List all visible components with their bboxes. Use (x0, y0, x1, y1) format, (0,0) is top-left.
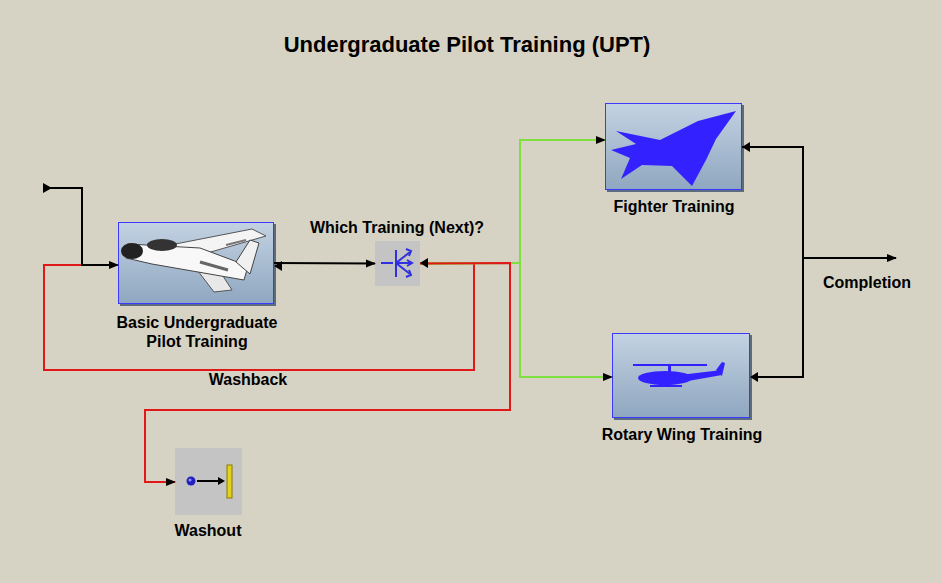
flow-connector (420, 263, 612, 377)
port-marker (420, 258, 428, 268)
branch-heads (406, 249, 412, 277)
node-label: Fighter Training (574, 197, 774, 216)
icon-box: Which Training (Next)? (375, 241, 420, 286)
port-marker (742, 142, 750, 152)
heli-mast (668, 365, 671, 373)
plane-tail (236, 240, 259, 274)
helicopter-icon (633, 362, 725, 387)
icon-box: Washout (175, 448, 242, 515)
process-box: Rotary Wing Training (612, 333, 750, 418)
flow-connector (145, 263, 510, 482)
node-label: Washout (148, 521, 268, 540)
branch-bar (395, 250, 397, 277)
merge-line (742, 147, 803, 377)
process-box: Fighter Training (605, 103, 742, 190)
sink-bar (227, 465, 232, 498)
token-highlight (189, 479, 192, 482)
diagram-title: Undergraduate Pilot Training (UPT) (282, 30, 652, 60)
completion-arrow (803, 257, 896, 259)
flow-connector (420, 140, 605, 264)
flow-connector (274, 262, 375, 265)
plane-marking (200, 262, 228, 270)
plane-wing (160, 229, 266, 258)
heli-skid (650, 385, 682, 387)
decision-icon (381, 249, 412, 277)
sink-arrow-head (218, 477, 225, 485)
process-box: Basic Undergraduate Pilot Training (118, 222, 274, 304)
node-label: Rotary Wing Training (572, 425, 792, 444)
sink-arrow (197, 480, 220, 482)
entry-arrow-head (43, 183, 52, 193)
branch-line (381, 262, 393, 264)
end-label: Completion (823, 273, 911, 292)
trainer-plane-icon (121, 229, 266, 292)
node-label: Basic Undergraduate Pilot Training (107, 313, 287, 351)
heli-body (638, 371, 692, 385)
flow-connector (44, 263, 474, 370)
plane-nose (121, 243, 143, 259)
plane-marking (226, 240, 246, 245)
token-dot (187, 477, 196, 486)
port-marker (274, 261, 282, 271)
fighter-jet-icon (611, 111, 736, 186)
plane-fuselage (126, 244, 248, 280)
washout-icon (187, 465, 233, 498)
heli-rotor (633, 364, 707, 366)
heli-tail (688, 370, 722, 381)
entry-line (45, 188, 110, 265)
edge-label: Washback (209, 370, 288, 389)
branch-line (396, 252, 411, 274)
plane-wing (188, 256, 232, 292)
port-marker (750, 372, 758, 382)
node-label: Which Training (Next)? (287, 218, 507, 237)
plane-canopy (147, 239, 177, 251)
heli-fin (716, 362, 725, 376)
